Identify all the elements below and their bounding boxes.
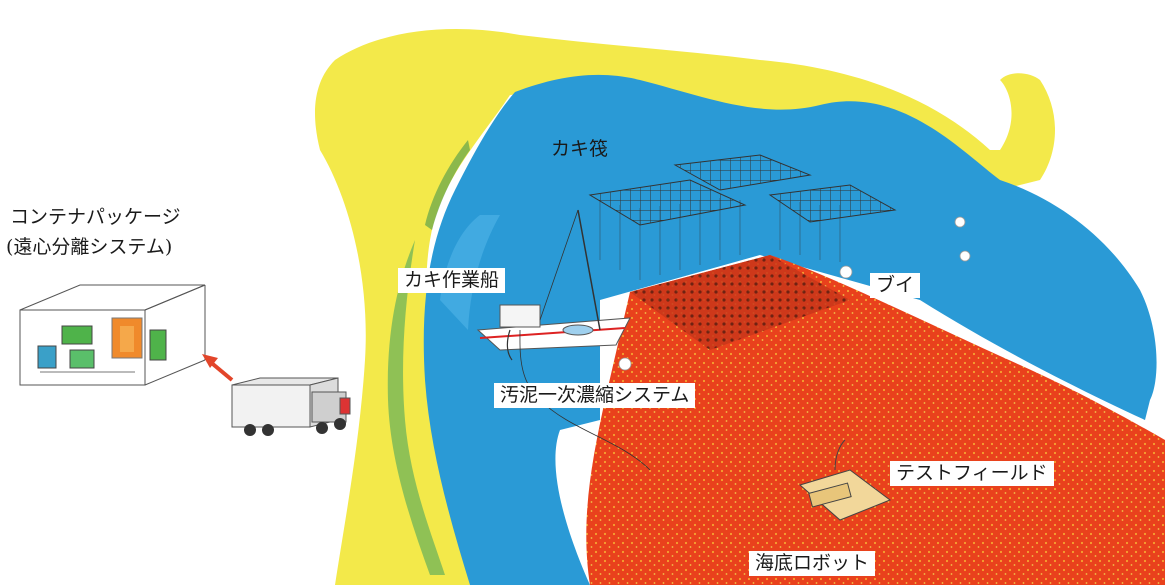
centrifuge-system-label: (遠心分離システム) [6,236,173,258]
work-boat-icon [476,209,651,471]
truck-icon [231,377,351,436]
oyster-work-boat-label: カキ作業船 [398,268,506,293]
buoy-label: ブイ [870,273,921,298]
coast-vegetation-north [425,140,470,230]
buoy-icon [618,216,971,371]
container-package-icon [19,284,206,386]
oyster-raft-icon [588,154,897,280]
seabed-robot-icon [798,439,892,521]
container-package-label: コンテナパッケージ [10,206,181,228]
test-field-label: テストフィールド [890,461,1054,486]
coast-vegetation [387,240,445,575]
test-field-grid-zone [630,255,850,350]
sludge-concentration-system-label: 汚泥一次濃縮システム [494,383,696,408]
oyster-raft-label: カキ筏 [551,138,609,160]
transport-arrow [202,354,234,382]
seabed-robot-label: 海底ロボット [749,551,876,576]
